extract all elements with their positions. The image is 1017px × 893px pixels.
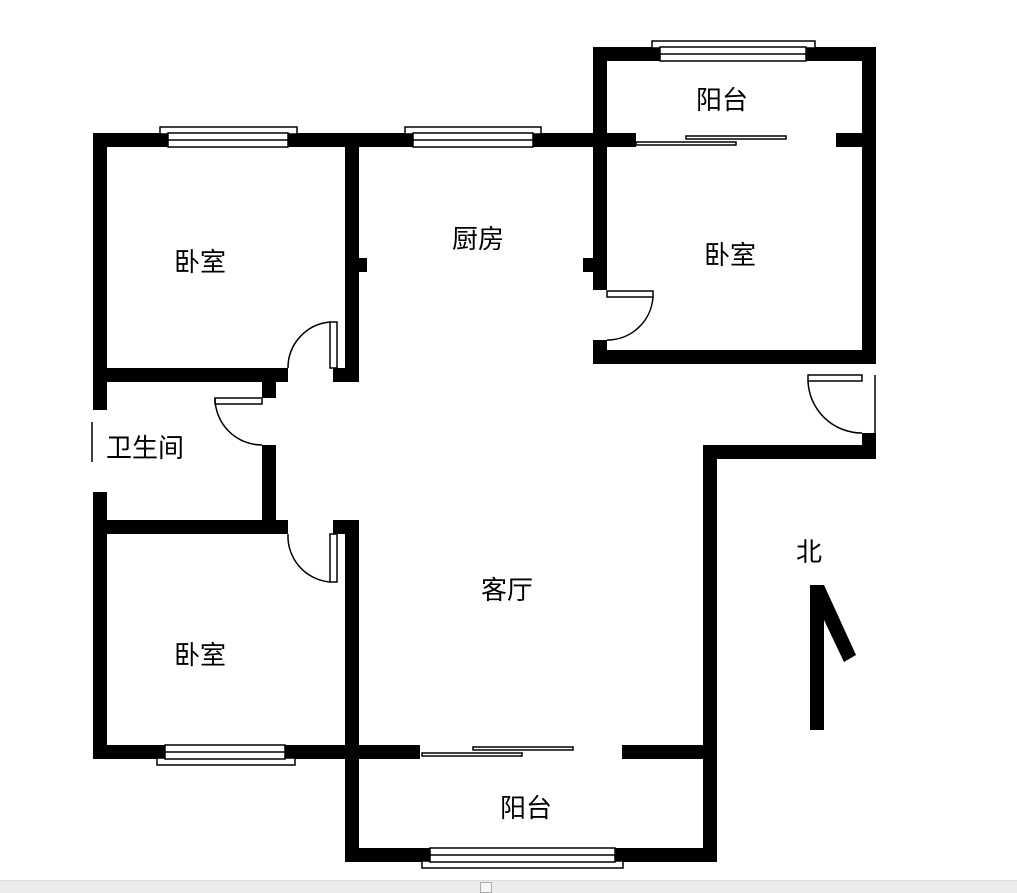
room-label-bedroom-right: 卧室 — [704, 241, 757, 271]
walls — [93, 47, 876, 862]
horizontal-scrollbar[interactable] — [0, 880, 1017, 893]
north-arrow-icon — [810, 585, 856, 730]
scrollbar-thumb[interactable] — [480, 882, 492, 893]
room-label-kitchen: 厨房 — [452, 225, 505, 255]
windows — [156, 40, 816, 869]
room-label-bedroom-left-top: 卧室 — [174, 248, 227, 278]
room-label-bathroom: 卫生间 — [106, 434, 185, 464]
swing-doors — [91, 290, 876, 583]
room-label-living-room: 客厅 — [481, 576, 534, 606]
room-label-balcony-south: 阳台 — [500, 794, 553, 824]
room-label-balcony-north: 阳台 — [696, 86, 749, 116]
compass-label: 北 — [796, 538, 823, 568]
room-label-bedroom-left-bottom: 卧室 — [174, 641, 227, 671]
sliding-doors — [421, 135, 787, 757]
